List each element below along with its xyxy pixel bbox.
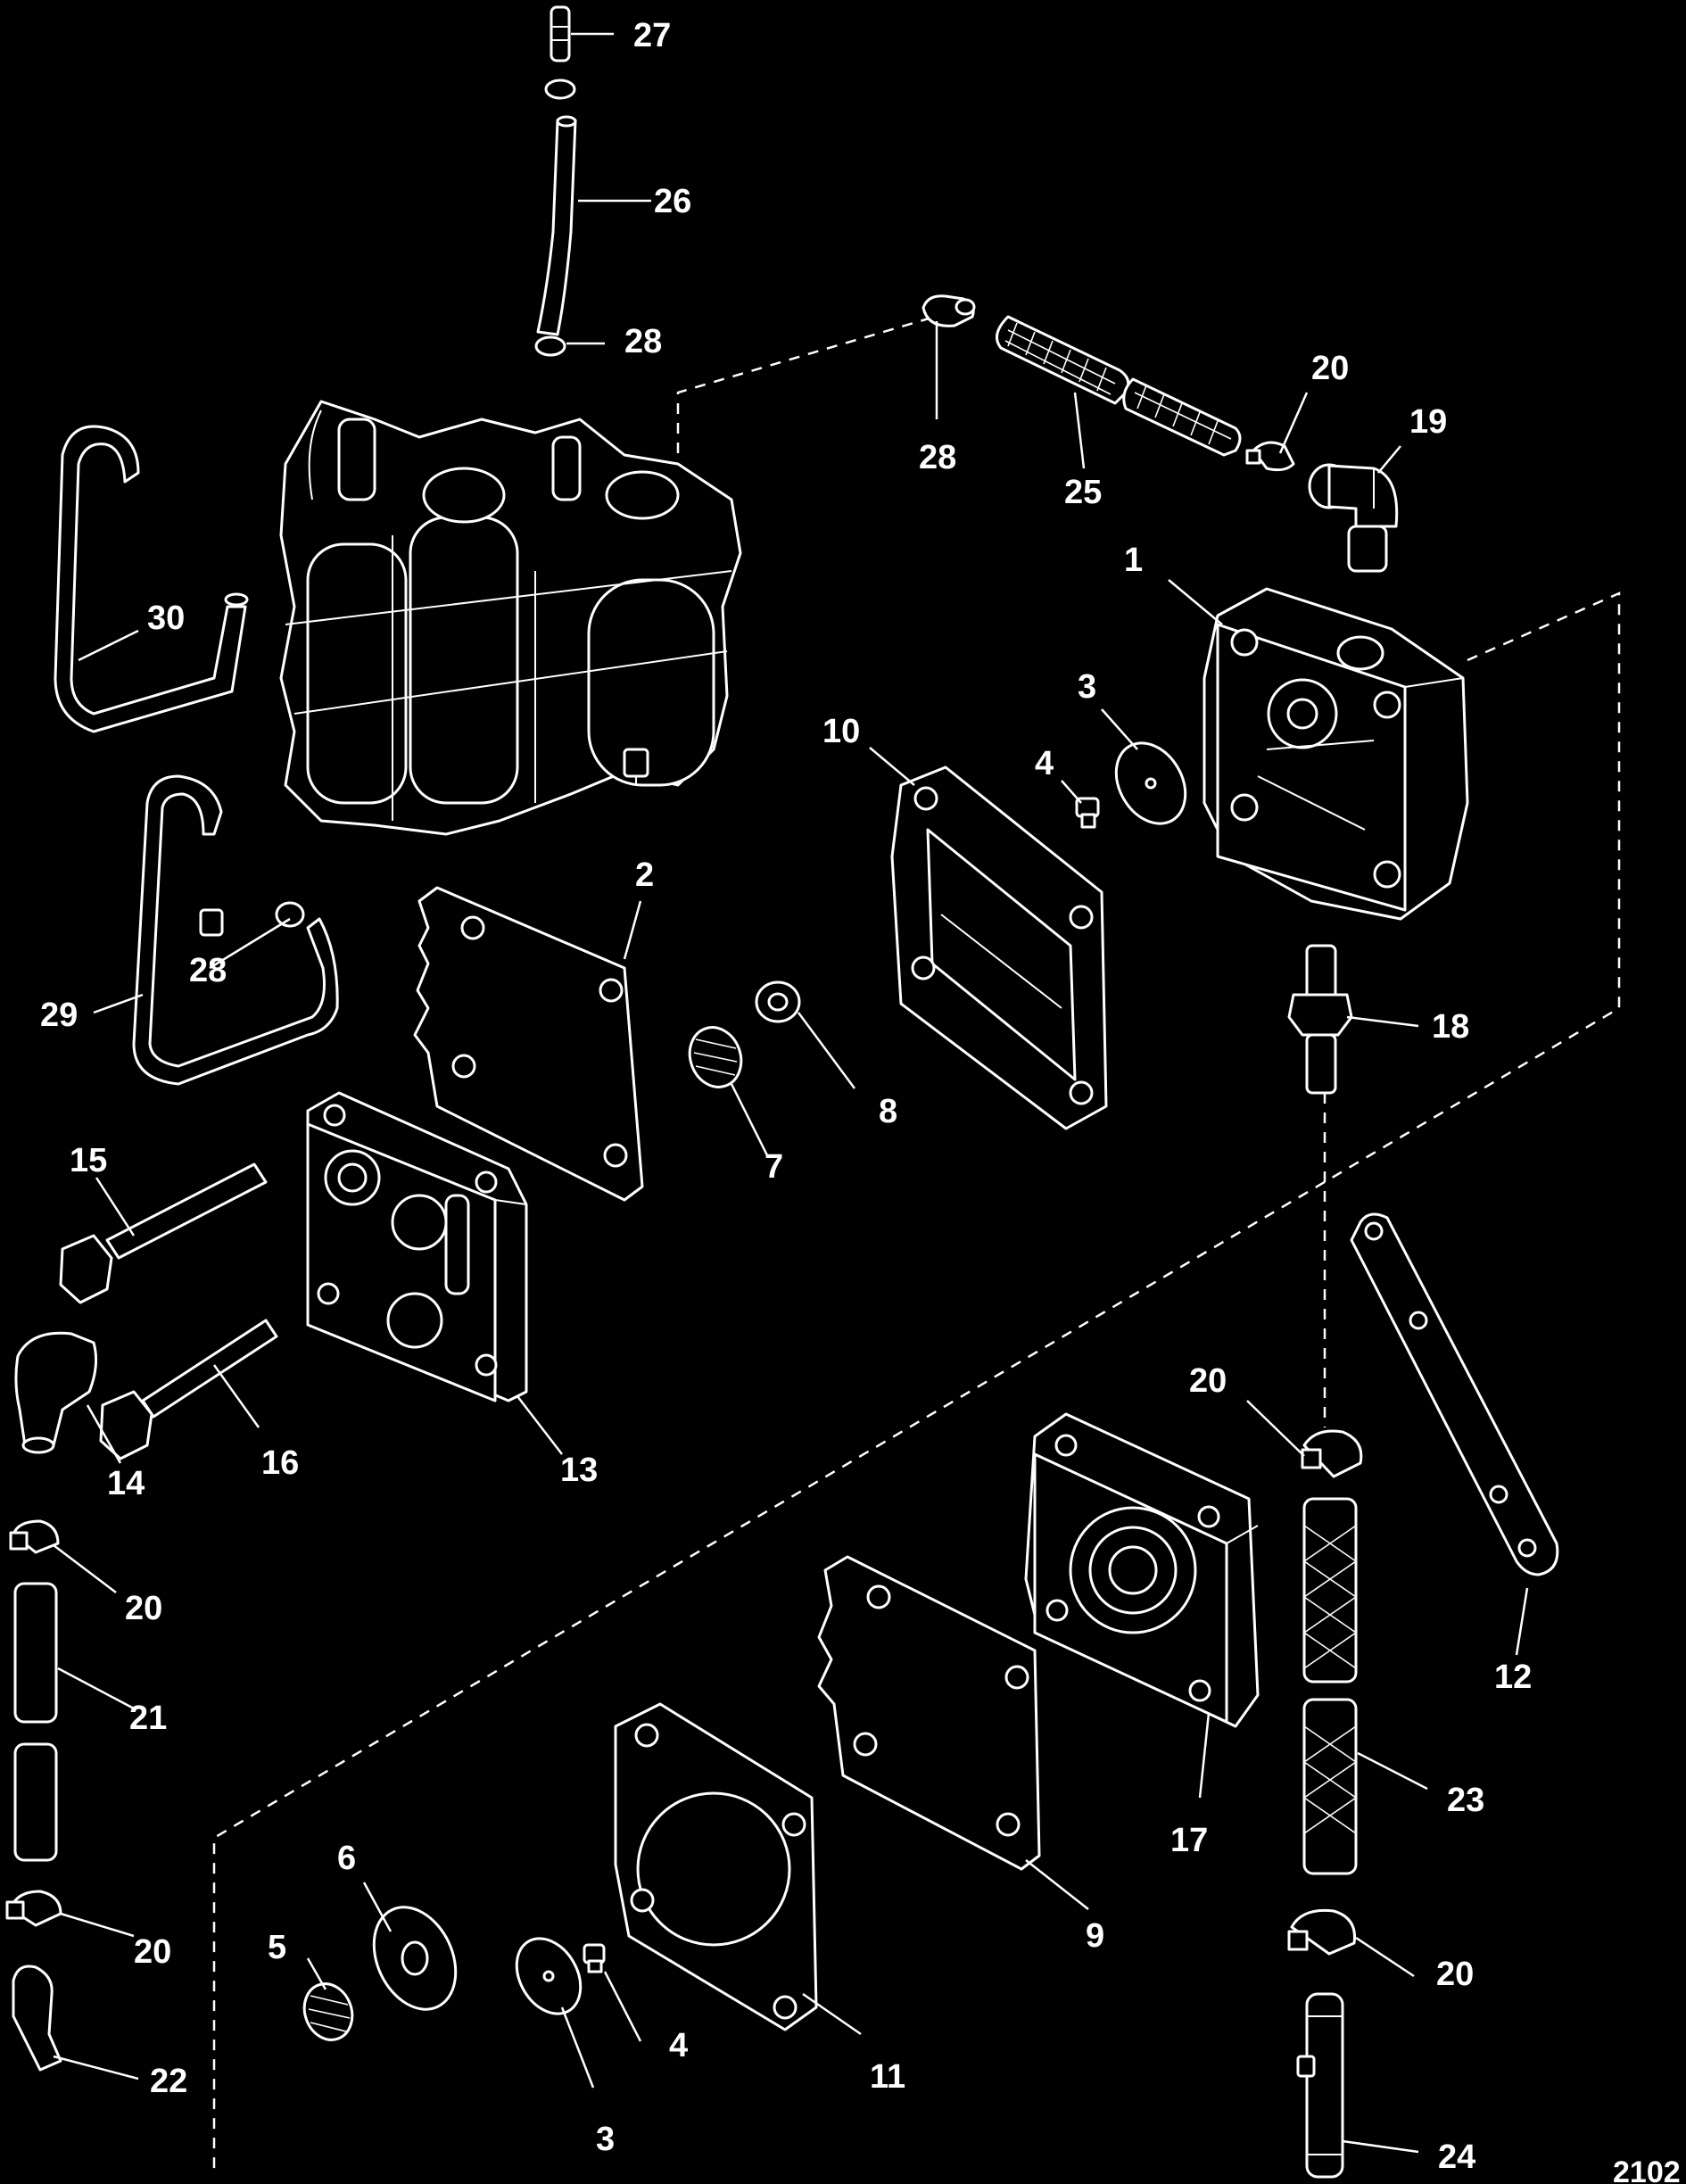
callout-7: 7 <box>764 1148 783 1186</box>
callout-20: 20 <box>1189 1362 1227 1400</box>
part-4-check-valve-upper <box>1075 797 1100 829</box>
part-27-fitting <box>544 5 576 100</box>
part-20-clamp-top <box>1245 441 1295 472</box>
part-18-fitting <box>1287 944 1353 1095</box>
callout-5: 5 <box>268 1929 286 1966</box>
callout-20: 20 <box>134 1933 171 1971</box>
part-5-spring-lower <box>302 1982 354 2041</box>
part-28-clamp-left <box>199 908 224 937</box>
callout-25: 25 <box>1064 474 1102 511</box>
callout-19: 19 <box>1409 403 1447 441</box>
part-28-clamp-top <box>534 335 566 357</box>
part-17-pump-base <box>1024 1412 1260 1728</box>
callout-14: 14 <box>107 1465 145 1502</box>
figure-id: 2102 <box>1613 2155 1681 2184</box>
callout-26: 26 <box>654 183 691 220</box>
callout-20: 20 <box>125 1590 162 1627</box>
part-11-gasket-lower <box>614 1702 818 2031</box>
part-29-hose <box>132 774 339 1086</box>
vapor-separator-assembly <box>279 400 742 836</box>
part-13-pump-cover <box>306 1091 528 1402</box>
part-22-fitting <box>12 1965 62 2072</box>
callout-13: 13 <box>560 1452 598 1489</box>
callout-20: 20 <box>1311 350 1349 387</box>
callout-18: 18 <box>1432 1008 1469 1046</box>
callout-4: 4 <box>1035 745 1054 782</box>
part-20-clamp-right-lower <box>1287 1908 1357 1956</box>
part-20-clamp-left-lower <box>5 1890 62 1927</box>
part-4-check-valve-lower <box>583 1943 606 1973</box>
callout-23: 23 <box>1447 1782 1484 1819</box>
part-7-spring-upper <box>688 1026 743 1088</box>
leader-lines <box>53 32 1529 2154</box>
callout-28: 28 <box>919 439 956 476</box>
callout-28: 28 <box>189 952 227 989</box>
callout-24: 24 <box>1438 2138 1475 2176</box>
part-3-disc-lower <box>515 1937 583 2015</box>
part-2-diaphragm-upper <box>413 886 644 1202</box>
part-28-fitting-left <box>275 901 305 928</box>
callout-10: 10 <box>822 713 860 750</box>
callout-4: 4 <box>669 2027 688 2064</box>
callout-27: 27 <box>633 17 671 54</box>
callout-11: 11 <box>870 2058 905 2096</box>
callout-20: 20 <box>1436 1956 1474 1993</box>
part-26-hose <box>536 115 577 336</box>
callout-2: 2 <box>635 856 654 894</box>
part-10-gasket <box>890 765 1108 1130</box>
assembly-dashed-lines <box>212 310 1621 2170</box>
part-24-fitting <box>1296 1992 1344 2179</box>
part-19-elbow-fitting <box>1308 463 1399 573</box>
part-23-hose <box>1302 1497 1358 1875</box>
callout-labels: 27 26 28 28 25 20 19 1 30 3 10 4 2 28 29… <box>40 17 1681 2184</box>
part-30-hose <box>54 425 249 733</box>
part-14-elbow-fitting <box>14 1331 98 1454</box>
callout-16: 16 <box>261 1444 299 1482</box>
part-28-clamp-right <box>922 294 976 327</box>
callout-29: 29 <box>40 997 78 1034</box>
part-25-hose <box>996 315 1242 457</box>
callout-12: 12 <box>1494 1659 1532 1696</box>
part-9-diaphragm-lower <box>817 1555 1041 1871</box>
callout-30: 30 <box>147 600 185 637</box>
callout-28: 28 <box>624 323 662 360</box>
part-21-hose <box>13 1582 58 1862</box>
callout-3: 3 <box>596 2121 615 2158</box>
callout-21: 21 <box>129 1700 167 1737</box>
callout-3: 3 <box>1078 668 1096 706</box>
part-8-cap <box>755 980 801 1023</box>
callout-17: 17 <box>1170 1822 1208 1859</box>
part-12-bracket <box>1350 1212 1559 1576</box>
callout-22: 22 <box>150 2063 187 2100</box>
callout-6: 6 <box>337 1840 356 1877</box>
callout-9: 9 <box>1086 1917 1104 1955</box>
callout-8: 8 <box>879 1093 897 1130</box>
part-20-clamp-right-upper <box>1301 1429 1363 1478</box>
part-16-bolt <box>99 1319 278 1460</box>
callout-1: 1 <box>1124 542 1143 579</box>
callout-15: 15 <box>70 1142 107 1179</box>
part-15-bolt <box>59 1162 268 1304</box>
part-1-pump-housing <box>1203 587 1469 921</box>
part-3-disc-upper <box>1114 741 1187 825</box>
part-6-check-valve <box>372 1906 458 2011</box>
part-20-clamp-left-upper <box>9 1519 60 1554</box>
